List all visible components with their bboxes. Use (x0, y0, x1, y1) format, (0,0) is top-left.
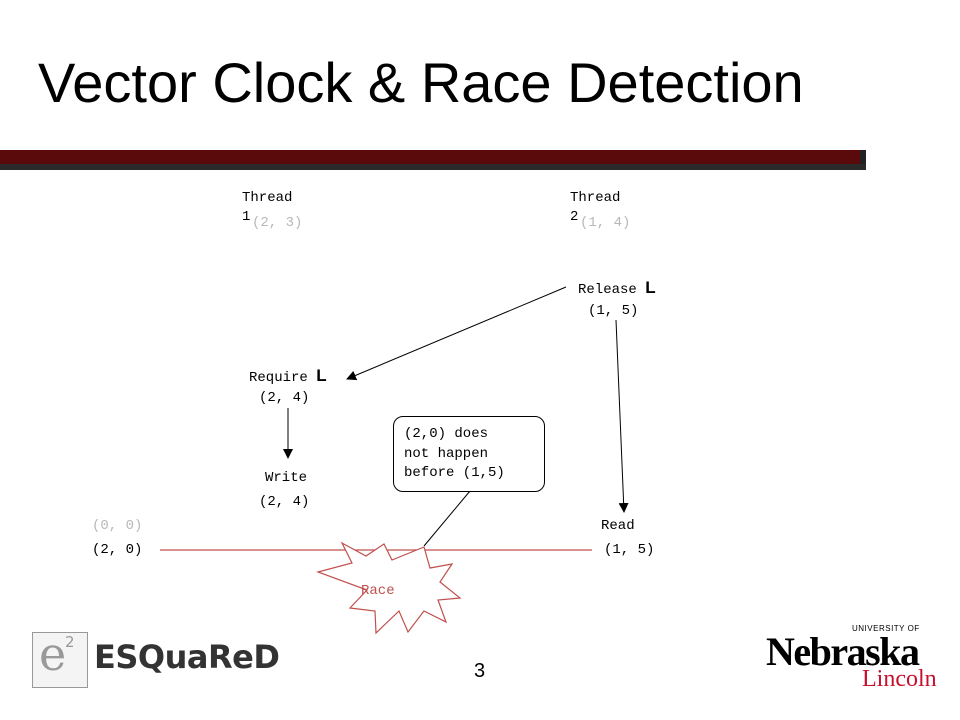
esquared-wordmark: ESQuaReD (94, 638, 280, 676)
thread1-clock: (2, 3) (252, 215, 303, 231)
esquared-logo: e 2 ESQuaReD (32, 627, 280, 690)
var-clock-old: (0, 0) (92, 518, 143, 534)
thread1-number: 1 (242, 209, 251, 225)
title-bar-shadow (860, 150, 866, 170)
nebraska-university-of: UNIVERSITY OF (852, 624, 920, 633)
require-clock: (2, 4) (259, 390, 310, 406)
callout-text: (2,0) does not happen before (1,5) (404, 426, 505, 481)
esquared-mark-superscript: 2 (65, 633, 75, 651)
thread2-clock: (1, 4) (580, 215, 631, 231)
release-text: Release (578, 282, 637, 298)
callout-pointer (423, 490, 471, 547)
esquared-mark-letter: e (39, 627, 67, 681)
release-clock: (1, 5) (588, 303, 639, 319)
write-clock: (2, 4) (259, 494, 310, 510)
title-bar-underline (0, 164, 866, 170)
slide-title: Vector Clock & Race Detection (38, 51, 804, 114)
callout-box (393, 416, 545, 492)
write-label: Write (265, 470, 308, 486)
read-label: Read (601, 518, 635, 534)
thread2-number: 2 (570, 209, 579, 225)
race-burst (316, 541, 462, 635)
release-to-read-arrow (615, 319, 629, 513)
race-label: Race (361, 583, 395, 599)
nebraska-logo: UNIVERSITY OF Nebraska Lincoln (766, 620, 937, 696)
require-lock: L (316, 366, 327, 385)
title-underline-bar (0, 150, 860, 164)
release-lock: L (645, 278, 656, 297)
require-label: Require L (249, 366, 327, 386)
release-to-require-arrow (346, 286, 567, 381)
esquared-mark: e 2 (32, 627, 88, 688)
read-clock: (1, 5) (604, 542, 655, 558)
page-number: 3 (474, 660, 486, 682)
release-label: Release L (578, 278, 656, 298)
thread1-label: Thread (242, 190, 293, 206)
require-text: Require (249, 370, 308, 386)
var-clock-new: (2, 0) (92, 542, 143, 558)
nebraska-wordmark: Nebraska (766, 629, 920, 674)
thread2-label: Thread (570, 190, 621, 206)
nebraska-lincoln: Lincoln (862, 666, 937, 692)
